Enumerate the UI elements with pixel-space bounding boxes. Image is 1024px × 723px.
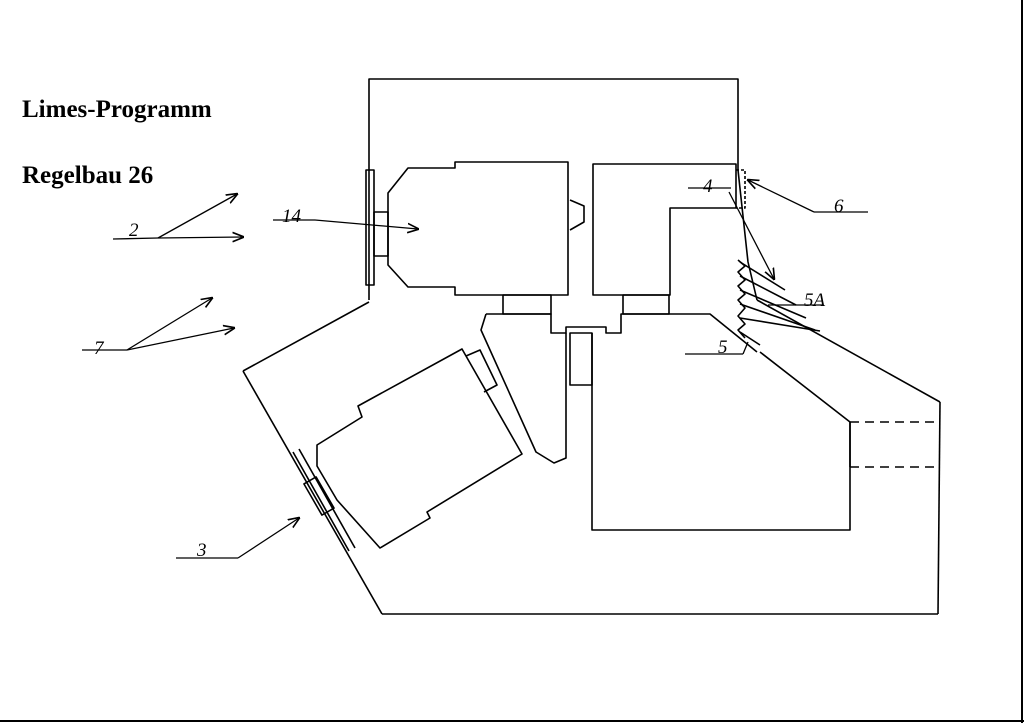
- label-4: 4: [703, 176, 713, 197]
- leader-4-arrow: [728, 191, 774, 279]
- outer-wall-right-diagonal: [756, 299, 941, 403]
- left-wall-plate: [365, 169, 375, 286]
- label-2: 2: [129, 220, 139, 241]
- leader-3-arrow: [237, 518, 299, 559]
- room-top-left: [387, 161, 569, 296]
- leader-7-arrow-up: [126, 298, 212, 351]
- opening-left: [502, 294, 552, 315]
- lower-embrasure: [303, 476, 335, 516]
- label-3: 3: [196, 540, 207, 561]
- entrance-stairs: [737, 169, 821, 346]
- room-top-right: [592, 163, 737, 296]
- label-5: 5: [718, 337, 728, 358]
- plan-subtitle: Regelbau 26: [22, 162, 154, 189]
- lower-wall-plate-inner: [298, 448, 356, 549]
- lower-room-door: [465, 349, 498, 393]
- opening-center: [569, 332, 593, 386]
- corridor-right-leg: [591, 333, 851, 531]
- lower-wall-plate: [292, 451, 350, 552]
- outer-wall-right: [937, 401, 941, 615]
- leader-7-arrow-right: [126, 328, 234, 351]
- outer-wall-upper-left-diagonal: [242, 301, 370, 372]
- left-embrasure: [373, 211, 389, 257]
- door-symbol: [569, 199, 585, 231]
- leader-2-arrow-right: [157, 237, 243, 238]
- leader-6-arrow: [748, 180, 815, 213]
- corridor-left-leg: [480, 313, 567, 464]
- leader-5-tick: [742, 341, 749, 355]
- leader-14-arrow: [314, 219, 418, 229]
- central-corridor: [486, 313, 758, 353]
- label-7: 7: [94, 338, 105, 359]
- outer-wall-lower-left-diagonal: [242, 370, 383, 615]
- room-lower-left: [316, 348, 523, 549]
- opening-right: [622, 294, 670, 315]
- label-14: 14: [282, 206, 302, 227]
- leader-2-base: [112, 237, 159, 240]
- label-6: 6: [834, 196, 844, 217]
- label-5a: 5A: [804, 290, 826, 311]
- outer-wall-top: [368, 78, 739, 300]
- plan-title: Limes-Programm: [22, 96, 212, 123]
- leader-2-arrow-up: [157, 194, 237, 239]
